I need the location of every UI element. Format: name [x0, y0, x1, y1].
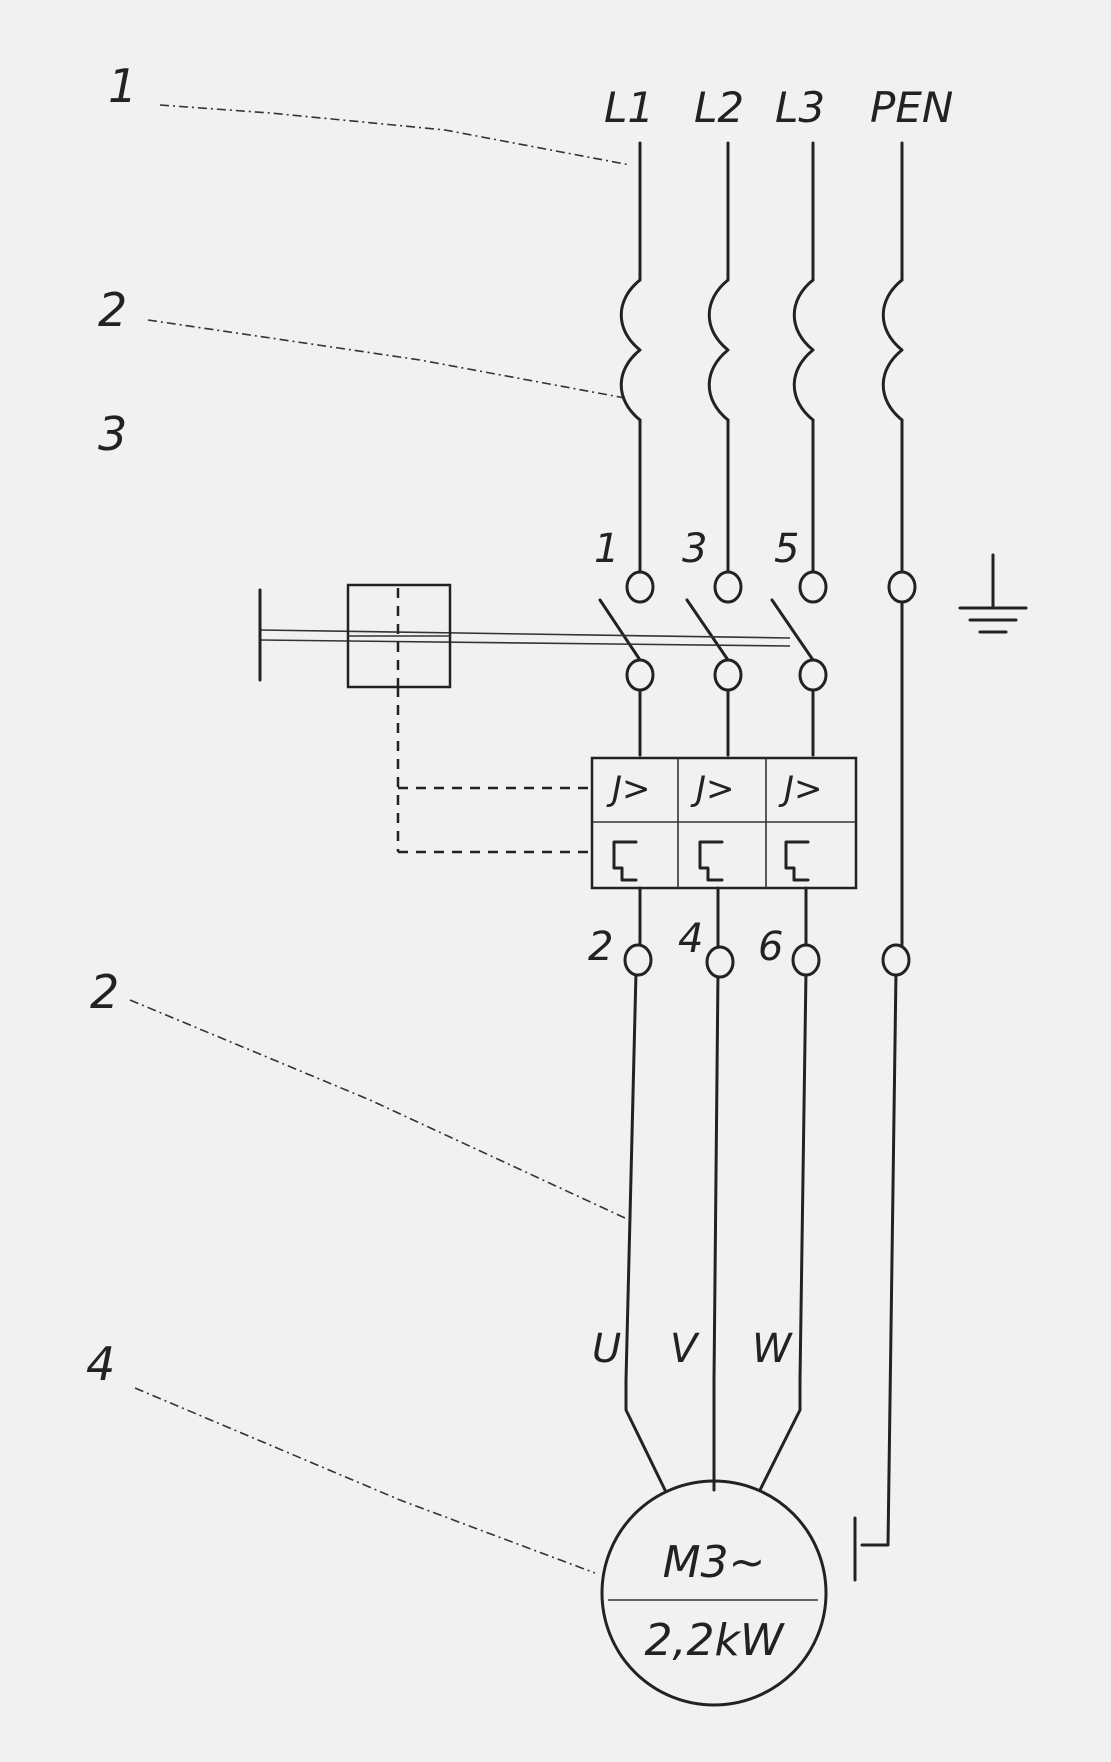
ground-icon — [958, 553, 1028, 634]
terminal-label-5: 5 — [774, 526, 799, 572]
callout-4: 4 — [86, 1337, 115, 1391]
relay-label-3: J> — [778, 769, 823, 809]
leader-line-4 — [134, 1387, 596, 1574]
switch-blade-2 — [685, 598, 730, 662]
switch-terminal-1 — [625, 658, 655, 692]
motor-terminal-v: V — [670, 1326, 700, 1372]
wire-w-lower — [758, 970, 808, 1492]
leader-line-2-bottom — [129, 999, 626, 1219]
terminal-pen-bottom — [881, 943, 911, 977]
label-l1: L1 — [604, 83, 654, 132]
terminal-label-2: 2 — [588, 924, 613, 970]
relay-label-1: J> — [606, 769, 651, 809]
wire-pen-lower — [860, 970, 898, 1547]
leader-line-1 — [159, 104, 631, 166]
motor-terminal-w: W — [752, 1326, 793, 1372]
fuse-icon — [619, 278, 642, 422]
terminal-1 — [625, 570, 655, 604]
terminal-label-3: 3 — [682, 526, 707, 572]
fuse-icon — [881, 278, 904, 422]
switch-blade-3 — [770, 598, 815, 662]
overcurrent-relay — [590, 756, 858, 890]
terminal-label-6: 6 — [758, 924, 783, 970]
motor-icon — [600, 1479, 857, 1707]
fuse-icon — [707, 278, 730, 422]
terminal-4 — [705, 945, 735, 979]
thermal-element-3 — [784, 840, 810, 882]
terminal-pen-top — [887, 570, 917, 604]
terminal-6 — [791, 943, 821, 977]
leader-line-2-top — [147, 319, 626, 399]
wire-u-lower — [624, 970, 667, 1492]
terminal-3 — [713, 570, 743, 604]
relay-label-2: J> — [690, 769, 735, 809]
label-l2: L2 — [694, 83, 744, 132]
motor-power: 2,2kW — [645, 1615, 785, 1666]
label-pen: PEN — [870, 83, 953, 132]
callout-1: 1 — [108, 59, 137, 113]
thermal-element-2 — [698, 840, 724, 882]
wire-v-lower — [712, 970, 720, 1492]
switch-terminal-2 — [713, 658, 743, 692]
motor-terminal-u: U — [592, 1326, 621, 1372]
terminal-label-4: 4 — [678, 916, 703, 962]
thermal-element-1 — [612, 840, 638, 882]
switch-blade-1 — [598, 598, 642, 662]
switch-terminal-3 — [798, 658, 828, 692]
fuse-icon — [792, 278, 815, 422]
terminal-5 — [798, 570, 828, 604]
motor-type: M3~ — [663, 1537, 766, 1588]
label-l3: L3 — [775, 83, 825, 132]
callout-2-top: 2 — [98, 283, 127, 337]
terminal-2 — [623, 943, 653, 977]
drive-box — [346, 583, 452, 689]
linkage-line — [259, 639, 791, 647]
callout-2-bottom: 2 — [90, 965, 119, 1019]
callout-3: 3 — [98, 407, 127, 461]
terminal-label-1: 1 — [594, 526, 619, 572]
